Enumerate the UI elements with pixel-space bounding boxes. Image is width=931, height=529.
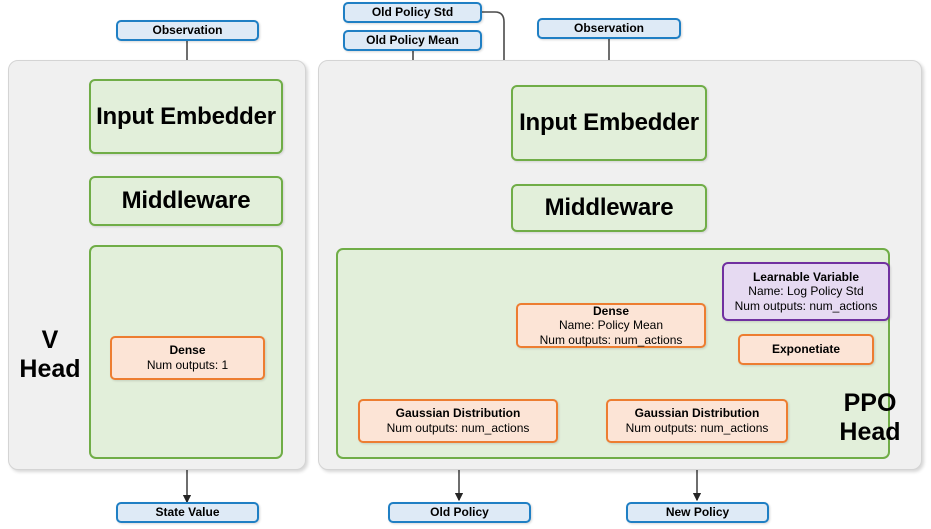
- ppo-input-embedder-label: Input Embedder: [519, 109, 699, 137]
- ppo-exponentiate-title: Exponetiate: [771, 342, 840, 357]
- ppo-middleware-box[interactable]: Middleware: [511, 184, 707, 232]
- v-middleware-box[interactable]: Middleware: [89, 176, 283, 226]
- ppo-gaussian-old-num-outputs: Num outputs: num_actions: [386, 421, 530, 435]
- ppo-dense-name: Name: Policy Mean: [558, 318, 664, 333]
- ppo-gaussian-new-title: Gaussian Distribution: [634, 406, 760, 421]
- ppo-head-label-line2: Head: [839, 418, 901, 446]
- input-observation-ppo[interactable]: Observation: [537, 18, 681, 39]
- v-head-label-line2: Head: [19, 355, 81, 383]
- input-old-policy-std[interactable]: Old Policy Std: [343, 2, 482, 23]
- ppo-gaussian-old-title: Gaussian Distribution: [395, 406, 521, 421]
- ppo-gaussian-new-num-outputs: Num outputs: num_actions: [625, 421, 769, 435]
- v-dense-box[interactable]: Dense Num outputs: 1: [110, 336, 265, 380]
- ppo-gaussian-old-box[interactable]: Gaussian Distribution Num outputs: num_a…: [358, 399, 558, 443]
- v-input-embedder-box[interactable]: Input Embedder: [89, 79, 283, 154]
- ppo-exponentiate-box[interactable]: Exponetiate: [738, 334, 874, 365]
- ppo-dense-title: Dense: [592, 303, 630, 318]
- v-dense-num-outputs: Num outputs: 1: [146, 358, 229, 372]
- v-head-label: V Head: [14, 320, 86, 390]
- ppo-learnable-variable-name: Name: Log Policy Std: [748, 284, 864, 299]
- ppo-head-label: PPO Head: [826, 385, 914, 451]
- output-old-policy[interactable]: Old Policy: [388, 502, 531, 523]
- v-middleware-label: Middleware: [121, 187, 251, 215]
- ppo-input-embedder-box[interactable]: Input Embedder: [511, 85, 707, 161]
- output-state-value[interactable]: State Value: [116, 502, 259, 523]
- ppo-learnable-variable-num-outputs: Num outputs: num_actions: [734, 298, 878, 313]
- output-new-policy[interactable]: New Policy: [626, 502, 769, 523]
- ppo-dense-num-outputs: Num outputs: num_actions: [539, 332, 683, 347]
- input-observation-v[interactable]: Observation: [116, 20, 259, 41]
- ppo-gaussian-new-box[interactable]: Gaussian Distribution Num outputs: num_a…: [606, 399, 788, 443]
- input-old-policy-mean[interactable]: Old Policy Mean: [343, 30, 482, 51]
- v-dense-title: Dense: [169, 343, 206, 358]
- ppo-head-label-line1: PPO: [843, 388, 897, 417]
- ppo-learnable-variable-title: Learnable Variable: [752, 269, 860, 284]
- ppo-learnable-variable-box[interactable]: Learnable Variable Name: Log Policy Std …: [722, 262, 890, 321]
- v-head-label-line1: V: [41, 325, 59, 354]
- ppo-middleware-label: Middleware: [544, 194, 674, 222]
- ppo-dense-policy-mean-box[interactable]: Dense Name: Policy Mean Num outputs: num…: [516, 303, 706, 348]
- v-input-embedder-label: Input Embedder: [96, 102, 276, 130]
